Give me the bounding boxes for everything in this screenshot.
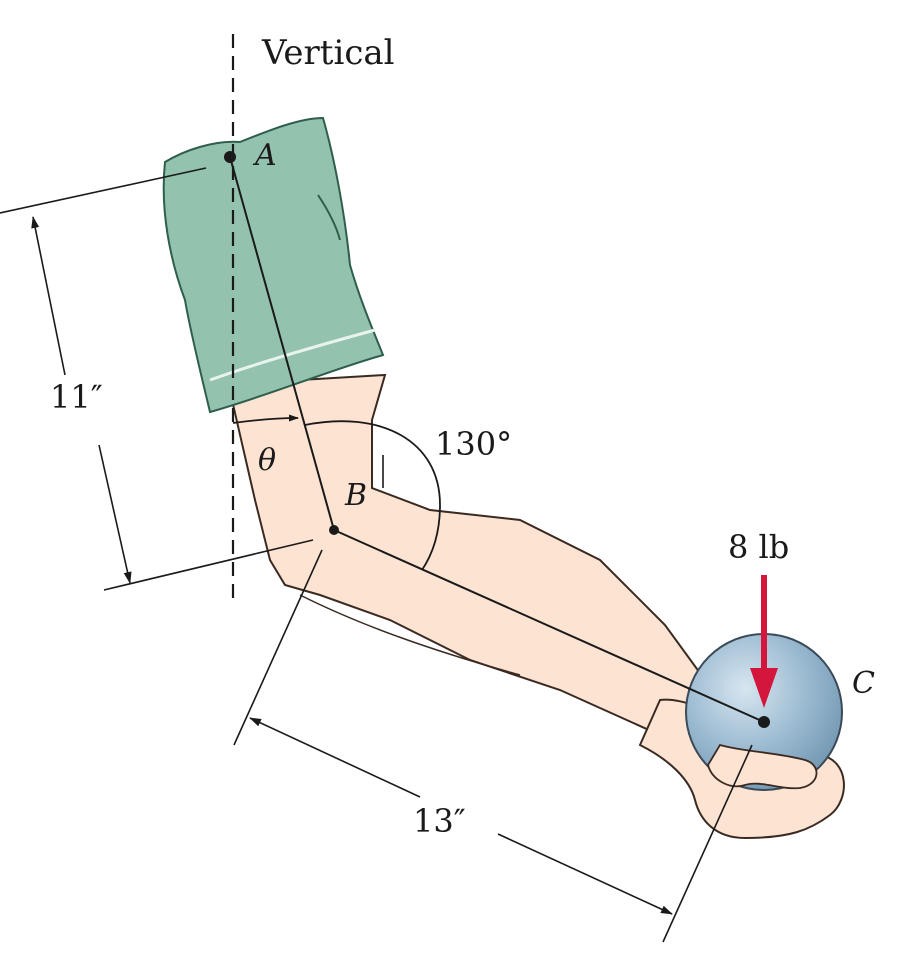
sleeve-fold — [209, 328, 376, 382]
force-arrow-head — [750, 668, 778, 708]
theta-arc — [232, 414, 299, 424]
label-point-a: A — [252, 138, 277, 173]
fingers — [707, 743, 818, 790]
dim-11-ext-top — [0, 167, 207, 214]
dim-11-line-upper — [31, 216, 66, 376]
angle-130-arc — [304, 420, 441, 571]
line-bc — [333, 529, 765, 723]
label-theta: θ — [258, 443, 276, 478]
dim-13-line-right — [497, 833, 673, 915]
label-point-c: C — [852, 666, 875, 701]
sleeve — [162, 116, 385, 414]
label-vertical: Vertical — [261, 33, 395, 73]
label-dim-11: 11″ — [50, 378, 103, 416]
label-point-b: B — [344, 478, 367, 513]
point-b — [329, 525, 339, 535]
sleeve-crease — [317, 194, 341, 241]
label-dim-13: 13″ — [413, 802, 466, 840]
dim-13-ext-right — [662, 744, 753, 943]
label-force: 8 lb — [728, 528, 789, 566]
dim-11-line-lower — [98, 444, 132, 584]
point-a — [224, 151, 236, 163]
forearm-crease — [299, 594, 521, 676]
dim-11-ext-bottom — [103, 539, 314, 591]
dim-13-line-left — [249, 717, 421, 798]
point-c — [758, 716, 770, 728]
line-ab — [229, 156, 335, 531]
label-angle-130: 130° — [435, 425, 512, 463]
dim-13-ext-left — [233, 549, 323, 746]
